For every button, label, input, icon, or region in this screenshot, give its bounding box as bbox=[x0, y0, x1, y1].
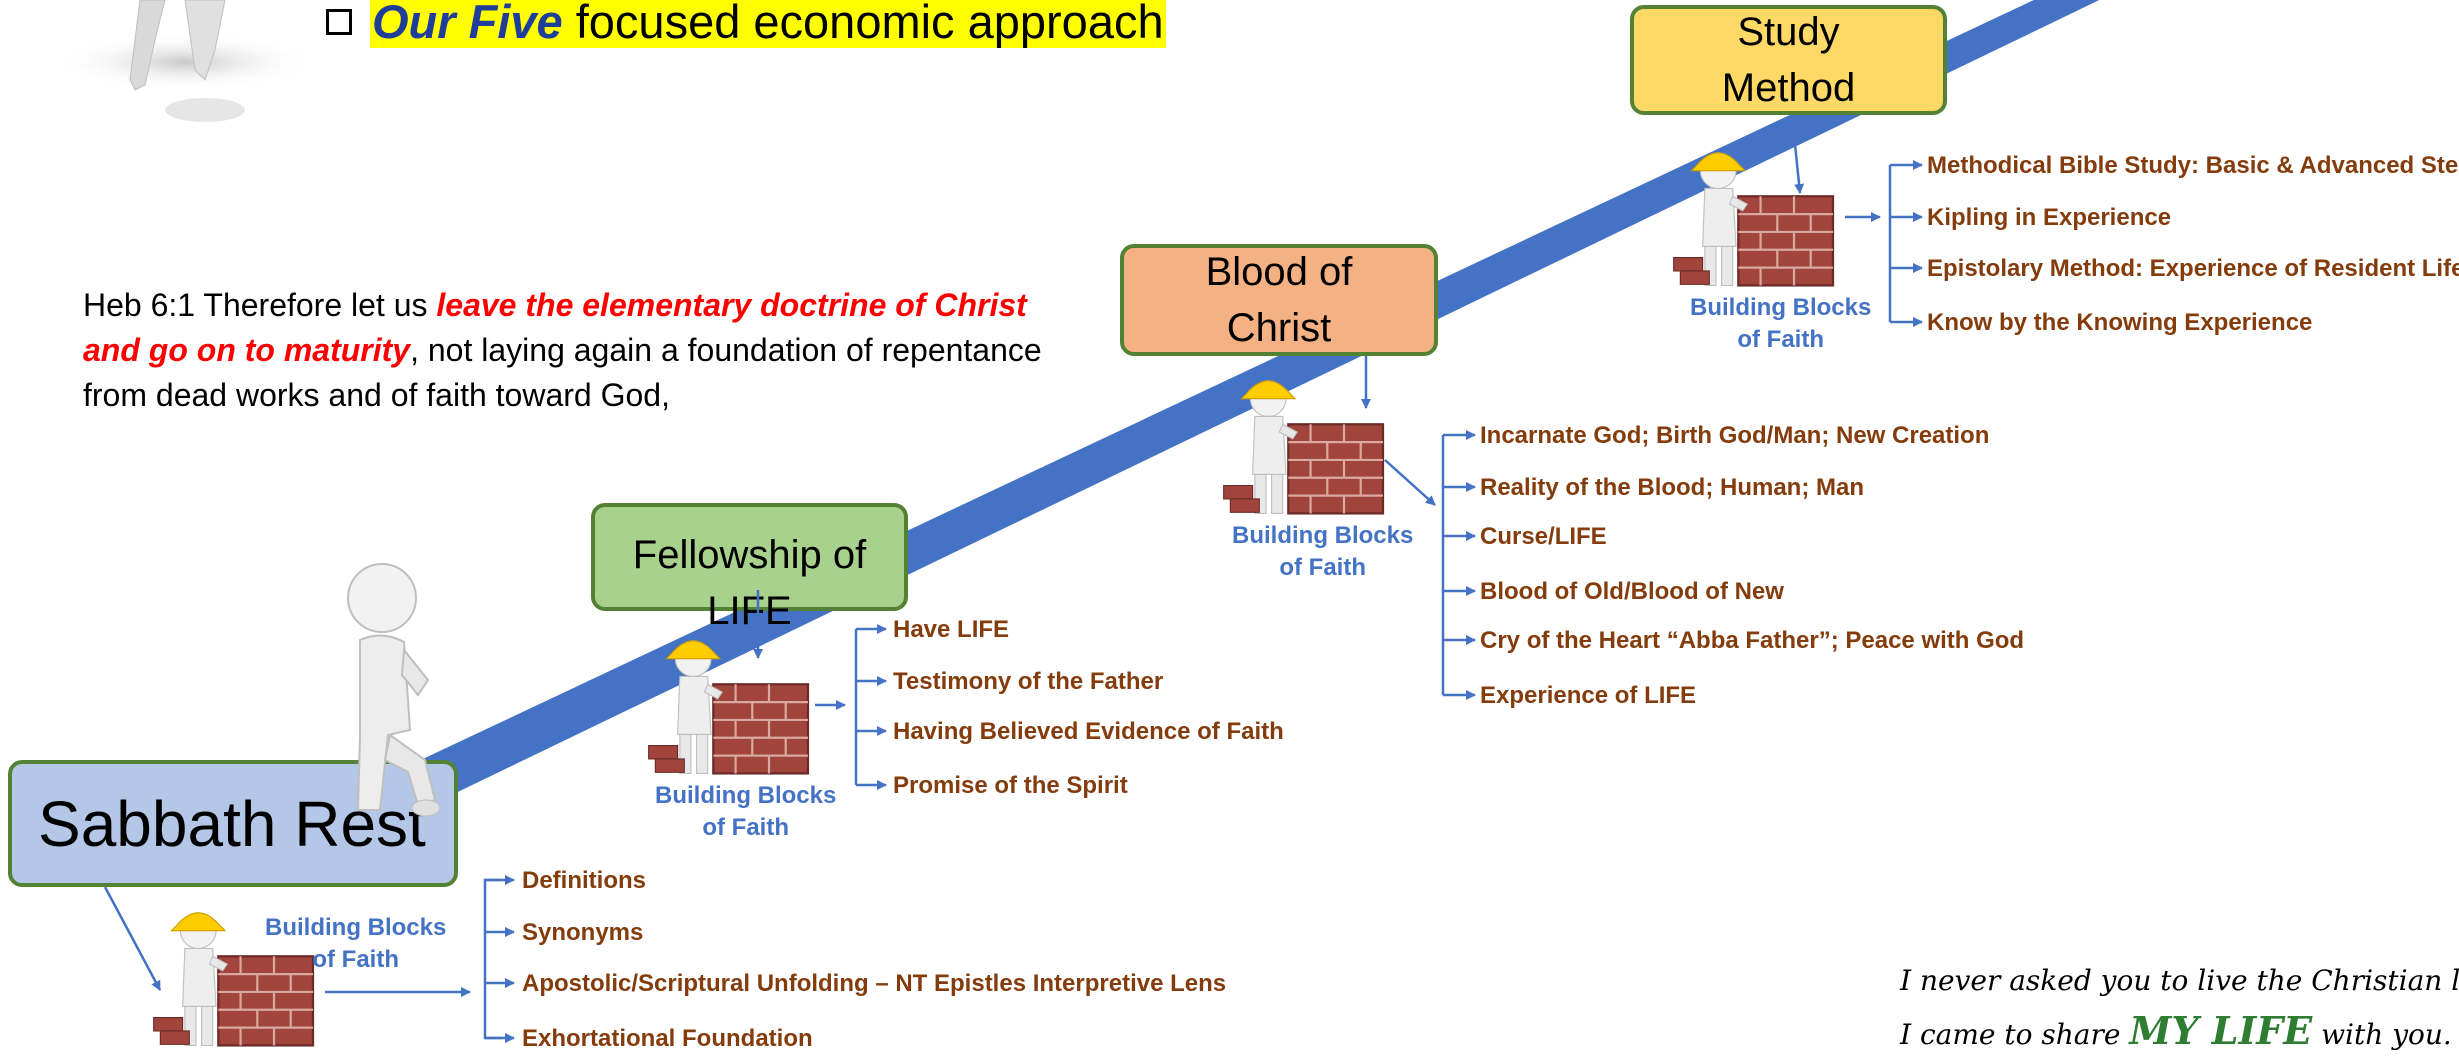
stick-figure-climbing-icon bbox=[347, 563, 441, 817]
caption-line1: Building Blocks bbox=[1232, 522, 1414, 549]
list-item: Kipling in Experience bbox=[1927, 204, 2172, 231]
connector-bracket bbox=[483, 878, 502, 1040]
caption-line1: Building Blocks bbox=[655, 782, 837, 809]
quote-line2: I came to share MY LIFE with you. bbox=[1900, 1006, 2459, 1060]
heading: Our Five focused economic approach bbox=[326, 0, 1166, 49]
connector-arrow bbox=[1790, 114, 1805, 194]
list-item: Synonyms bbox=[522, 919, 644, 946]
list-item: Definitions bbox=[522, 867, 646, 894]
step-label-line1: Study bbox=[1737, 10, 1840, 54]
caption-line1: Building Blocks bbox=[265, 914, 447, 941]
quote-my-life: MY LIFE bbox=[2129, 1008, 2313, 1053]
list-item: Exhortational Foundation bbox=[522, 1025, 813, 1052]
stick-figure-top-icon bbox=[55, 0, 315, 122]
list-item: Epistolary Method: Experience of Residen… bbox=[1927, 255, 2459, 282]
list-item: Experience of LIFE bbox=[1480, 682, 1697, 709]
caption-line1: Building Blocks bbox=[1690, 294, 1872, 321]
caption-line2: of Faith bbox=[312, 946, 399, 973]
closing-quote: I never asked you to live the Christian … bbox=[1900, 956, 2459, 1060]
step-box-sabbath-rest: Sabbath Rest bbox=[8, 760, 458, 887]
connector-arrow bbox=[1384, 459, 1436, 506]
list-item: Curse/LIFE bbox=[1480, 523, 1607, 550]
step-label-line1: Blood of bbox=[1205, 250, 1353, 294]
list-item: Promise of the Spirit bbox=[893, 772, 1128, 799]
list-item: Having Believed Evidence of Faith bbox=[893, 718, 1284, 745]
heading-emphasis: Our Five bbox=[372, 0, 563, 48]
caption-line2: of Faith bbox=[1737, 326, 1824, 353]
verse-suffix: , not laying again a foundation of repen… bbox=[83, 332, 1042, 413]
caption-line2: of Faith bbox=[702, 814, 789, 841]
list-item: Cry of the Heart “Abba Father”; Peace wi… bbox=[1480, 627, 2025, 654]
list-item: Incarnate God; Birth God/Man; New Creati… bbox=[1480, 422, 1990, 449]
caption-fellowship: Building Blocks of Faith bbox=[655, 780, 836, 844]
step-box-fellowship: Fellowship of LIFE bbox=[591, 503, 908, 633]
list-item: Have LIFE bbox=[893, 616, 1010, 643]
scripture-verse: Heb 6:1 Therefore let us leave the eleme… bbox=[83, 283, 1063, 418]
step-label: Fellowship of LIFE bbox=[632, 533, 867, 633]
step-box-blood-of-christ: Blood of Christ bbox=[1120, 244, 1438, 356]
step-label-line2: Christ bbox=[1226, 306, 1332, 350]
quote-line2-prefix: I came to share bbox=[1900, 1018, 2130, 1051]
caption-study: Building Blocks of Faith bbox=[1690, 292, 1871, 356]
quote-line1: I never asked you to live the Christian … bbox=[1900, 964, 2459, 997]
connector-arrow bbox=[103, 886, 162, 991]
verse-prefix: Heb 6:1 Therefore let us bbox=[83, 287, 437, 323]
list-item: Apostolic/Scriptural Unfolding – NT Epis… bbox=[522, 970, 1227, 997]
list-item: Know by the Knowing Experience bbox=[1927, 309, 2313, 336]
list-item: Reality of the Blood; Human; Man bbox=[1480, 474, 1864, 501]
caption-line2: of Faith bbox=[1279, 554, 1366, 581]
caption-sabbath: Building Blocks of Faith bbox=[265, 912, 446, 976]
step-label-line2: Method bbox=[1721, 66, 1856, 110]
list-item: Methodical Bible Study: Basic & Advanced… bbox=[1927, 152, 2459, 179]
list-item: Testimony of the Father bbox=[893, 668, 1164, 695]
verse-emphasis: leave the elementary doctrine of Christ … bbox=[83, 287, 1027, 368]
quote-line2-suffix: with you. bbox=[2312, 1018, 2452, 1051]
heading-text: focused economic approach bbox=[562, 0, 1164, 48]
checkbox-icon bbox=[326, 9, 352, 35]
list-item: Blood of Old/Blood of New bbox=[1480, 578, 1784, 605]
caption-blood: Building Blocks of Faith bbox=[1232, 520, 1413, 584]
